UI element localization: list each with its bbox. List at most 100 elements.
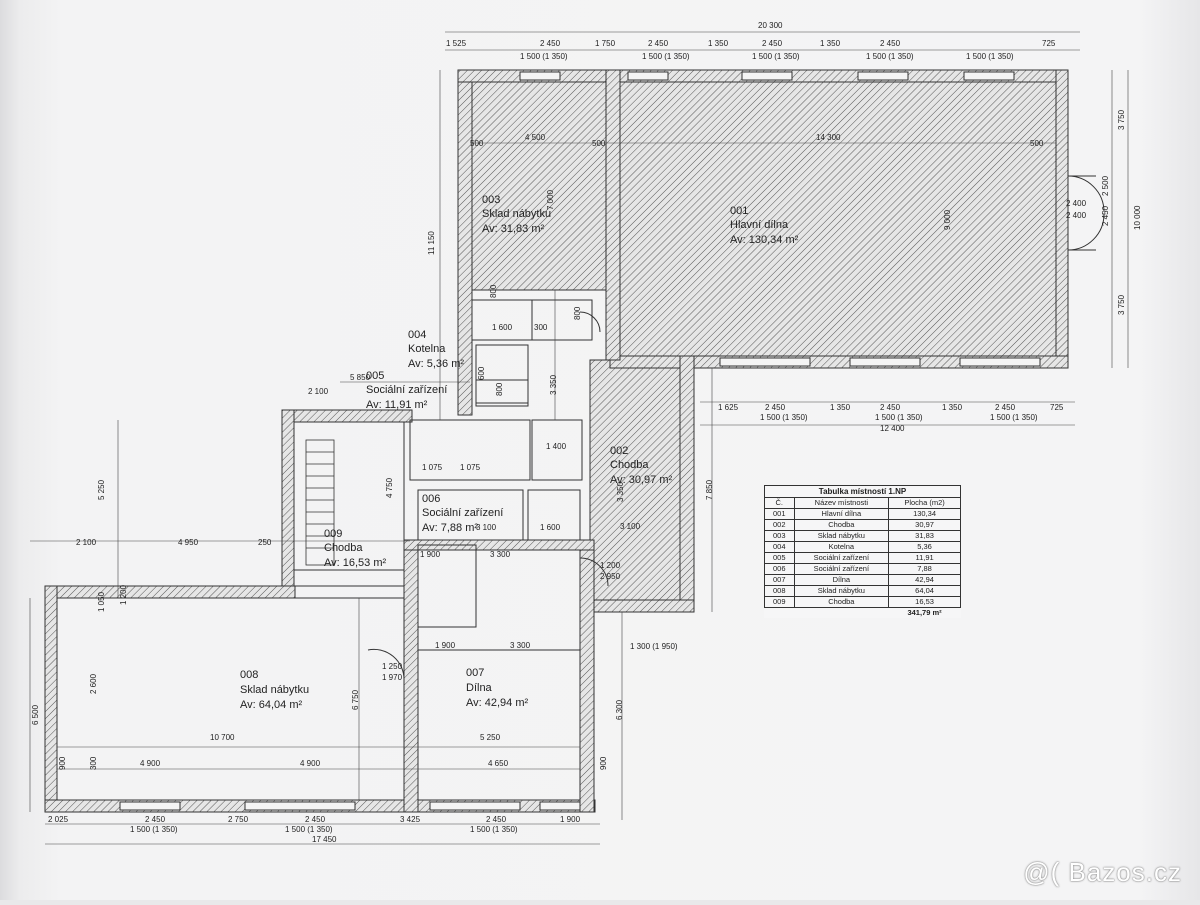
dim-500-right: 500: [592, 139, 606, 148]
dim-14300: 14 300: [816, 133, 841, 142]
wall-corridor-002-right: [679, 355, 695, 613]
dim-bottom-seg-2: 2 450: [145, 815, 166, 824]
dim-4750: 4 750: [385, 477, 394, 498]
room-005-label: 005 Sociální zařízení Av: 11,91 m²: [366, 370, 447, 411]
room-table-header-number: Č.: [764, 497, 795, 509]
dim-window-top-5: 1 500 (1 350): [966, 52, 1014, 61]
dim-top-seg-9: 725: [1042, 39, 1056, 48]
dim-9000: 9 000: [943, 209, 952, 230]
dim-bottom-total: 17 450: [312, 835, 337, 844]
room-table-header-row: Č. Název místnosti Plocha (m2): [764, 497, 961, 509]
dim-3100: 3 100: [620, 522, 641, 531]
room-009-label: 009 Chodba Av: 16,53 m²: [324, 528, 386, 569]
dim-bottom-seg-4: 2 450: [305, 815, 326, 824]
wall-008-top: [44, 585, 296, 599]
dim-800-a: 800: [495, 382, 504, 396]
room-001-label: 001 Hlavní dílna Av: 130,34 m²: [730, 205, 799, 246]
dim-1050: 1 050: [97, 591, 106, 612]
dim-4950: 4 950: [178, 538, 199, 547]
svg-text:009: 009: [324, 528, 342, 540]
svg-text:Av: 30,97 m²: Av: 30,97 m²: [610, 474, 672, 486]
svg-text:002: 002: [610, 445, 628, 457]
dim-top-seg-4: 2 450: [648, 39, 669, 48]
dim-mid-1350-1: 1 350: [830, 403, 851, 412]
dim-300-top: 300: [534, 323, 548, 332]
room-table-total-row: 341,79 m²: [765, 608, 961, 619]
svg-text:Chodba: Chodba: [610, 459, 649, 471]
svg-text:Av: 31,83 m²: Av: 31,83 m²: [482, 223, 544, 235]
dim-top-seg-7: 1 350: [820, 39, 841, 48]
dim-7850: 7 850: [705, 479, 714, 500]
dim-300-left: 300: [89, 756, 98, 770]
room-002-label: 002 Chodba Av: 30,97 m²: [610, 445, 672, 486]
dim-mid-725: 725: [1050, 403, 1064, 412]
room-004-label: 004 Kotelna Av: 5,36 m²: [408, 329, 464, 370]
dim-3750-top: 3 750: [1117, 109, 1126, 130]
svg-text:Av: 11,91 m²: Av: 11,91 m²: [366, 399, 428, 411]
dim-11150: 11 150: [427, 231, 436, 255]
wall-mid-008-007: [403, 539, 419, 813]
dim-800-b: 800: [489, 284, 498, 298]
svg-text:Av: 5,36 m²: Av: 5,36 m²: [408, 358, 464, 370]
dim-1200: 1 200: [119, 584, 128, 605]
svg-text:008: 008: [240, 669, 258, 681]
dim-4650: 4 650: [488, 759, 509, 768]
dim-mid-2450-3: 2 450: [995, 403, 1016, 412]
dim-500-left: 500: [470, 139, 484, 148]
dim-2950: 2 950: [600, 572, 621, 581]
dim-10700: 10 700: [210, 733, 235, 742]
dim-bottom-seg-3: 2 750: [228, 815, 249, 824]
svg-text:Av: 42,94 m²: Av: 42,94 m²: [466, 697, 528, 709]
dim-1970: 1 970: [382, 673, 403, 682]
dim-bottom-seg-1: 2 025: [48, 815, 69, 824]
dim-3350: 3 350: [549, 374, 558, 395]
dim-top-total: 20 300: [758, 21, 783, 30]
dim-window-mid-2: 1 500 (1 350): [875, 413, 923, 422]
dim-1400: 1 400: [546, 442, 567, 451]
svg-text:001: 001: [730, 205, 748, 217]
svg-text:Sociální zařízení: Sociální zařízení: [422, 507, 503, 519]
dim-800-c: 800: [573, 306, 582, 320]
dim-5850: 5 850: [350, 373, 371, 382]
svg-text:Dílna: Dílna: [466, 682, 493, 694]
svg-text:007: 007: [466, 667, 484, 679]
dimension-lines: [29, 31, 1129, 845]
dim-top-seg-8: 2 450: [880, 39, 901, 48]
dim-1075-a: 1 075: [422, 463, 443, 472]
svg-text:Chodba: Chodba: [324, 542, 363, 554]
svg-text:Av: 64,04 m²: Av: 64,04 m²: [240, 699, 302, 711]
dim-mid-2450-1: 2 450: [765, 403, 786, 412]
dim-window-mid-1: 1 500 (1 350): [760, 413, 808, 422]
dim-mid-2450-2: 2 450: [880, 403, 901, 412]
room-007-label: 007 Dílna Av: 42,94 m²: [466, 667, 528, 709]
dim-bottom-seg-5: 3 425: [400, 815, 421, 824]
svg-text:Sklad nábytku: Sklad nábytku: [482, 208, 551, 220]
dim-2450-right: 2 450: [1101, 205, 1110, 226]
room-table-total: 341,79 m²: [907, 608, 942, 617]
dim-top-seg-2: 2 450: [540, 39, 561, 48]
svg-text:003: 003: [482, 194, 500, 206]
dim-6300: 6 300: [615, 699, 624, 720]
dim-window-top-1: 1 500 (1 350): [520, 52, 568, 61]
dim-7350: 3 350: [616, 481, 625, 502]
dim-window-bottom-2: 1 500 (1 350): [285, 825, 333, 834]
dim-1075-b: 1 075: [460, 463, 481, 472]
dim-2400-b: 2 400: [1066, 211, 1087, 220]
dim-3300-top: 3 300: [490, 550, 511, 559]
dim-top-seg-1: 1 525: [446, 39, 467, 48]
dim-2100-left: 2 100: [76, 538, 97, 547]
dim-1625: 1 625: [718, 403, 739, 412]
dim-2600: 2 600: [89, 673, 98, 694]
dim-3750-bottom: 3 750: [1117, 294, 1126, 315]
dim-window-bottom-1: 1 500 (1 350): [130, 825, 178, 834]
svg-text:006: 006: [422, 493, 440, 505]
dim-250: 250: [258, 538, 272, 547]
room-table-header-area: Plocha (m2): [888, 497, 961, 509]
